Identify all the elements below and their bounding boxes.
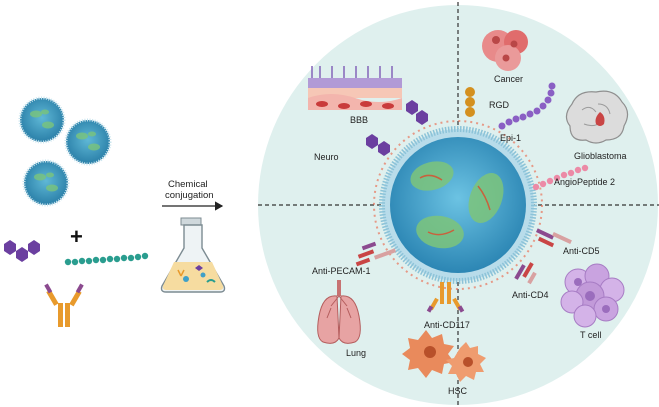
epi1-label: Epi-1 bbox=[500, 133, 521, 143]
neuro-label: Neuro bbox=[314, 152, 339, 162]
hsc-cell-icon bbox=[402, 330, 486, 382]
tcell-icon bbox=[560, 263, 625, 328]
antibody-icon bbox=[355, 241, 397, 267]
flask-icon bbox=[160, 217, 226, 293]
cancer-cell-icon bbox=[482, 30, 528, 71]
anti-cd117-label: Anti-CD117 bbox=[424, 320, 470, 330]
bbb-label: BBB bbox=[350, 115, 368, 125]
cancer-label: Cancer bbox=[494, 74, 523, 84]
rgd-label: RGD bbox=[489, 100, 510, 110]
peptide-icon bbox=[366, 100, 428, 156]
antibody-icon bbox=[44, 283, 84, 327]
anti-pecam-label: Anti-PECAM-1 bbox=[312, 266, 371, 276]
lung-label: Lung bbox=[346, 348, 366, 358]
epi1-peptide-icon bbox=[498, 82, 556, 130]
brain-icon bbox=[565, 90, 629, 144]
nanoparticle-icon bbox=[18, 96, 66, 144]
process-label-line2: conjugation bbox=[165, 190, 214, 201]
hsc-label: HSC bbox=[448, 386, 468, 396]
peptide-chain-icon bbox=[64, 252, 149, 266]
peptide-icon bbox=[4, 240, 40, 262]
angiopeptide-icon bbox=[532, 164, 589, 191]
nanoparticle-icon bbox=[22, 159, 70, 207]
plus-sign: + bbox=[70, 224, 83, 249]
antibody-icon bbox=[426, 282, 465, 313]
antibody-icon bbox=[535, 228, 572, 248]
antibody-icon bbox=[514, 262, 537, 285]
tcell-label: T cell bbox=[580, 330, 601, 340]
anti-cd5-label: Anti-CD5 bbox=[563, 246, 600, 256]
angiopeptide-label: AngioPeptide 2 bbox=[554, 177, 615, 187]
rgd-icon bbox=[465, 87, 475, 117]
lung-icon bbox=[317, 280, 361, 344]
central-nanoparticle bbox=[373, 120, 543, 290]
glioblastoma-label: Glioblastoma bbox=[574, 151, 627, 161]
bbb-icon bbox=[308, 66, 402, 110]
nanoparticle-icon bbox=[64, 118, 112, 166]
anti-cd4-label: Anti-CD4 bbox=[512, 290, 549, 300]
process-label-line1: Chemical bbox=[168, 179, 208, 190]
